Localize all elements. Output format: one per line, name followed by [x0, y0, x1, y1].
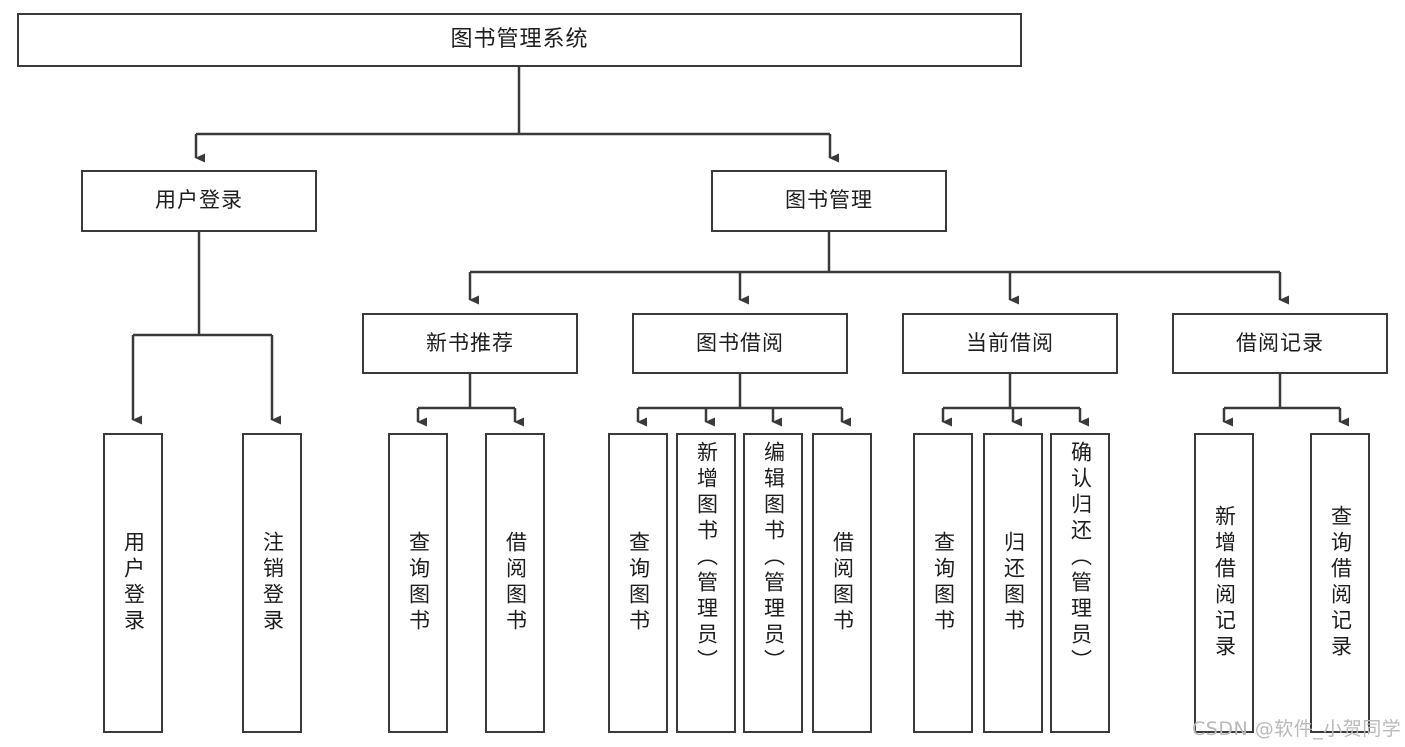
node-label: 查询图书: [626, 531, 651, 635]
node-label: 用户登录: [121, 531, 146, 635]
leaf-edit-book-admin[interactable]: 编辑图书（管理员）: [743, 433, 803, 733]
node-label: 当前借阅: [966, 330, 1054, 355]
node-label: 编辑图书（管理员）: [761, 441, 786, 675]
leaf-query-book-recommend[interactable]: 查询图书: [388, 433, 448, 733]
node-label: 注销登录: [260, 531, 285, 635]
leaf-user-logout[interactable]: 注销登录: [242, 433, 302, 733]
node-book-management[interactable]: 图书管理: [711, 170, 947, 232]
leaf-borrow-book-recommend[interactable]: 借阅图书: [485, 433, 545, 733]
node-label: 图书借阅: [696, 330, 784, 355]
node-root-system[interactable]: 图书管理系统: [17, 13, 1022, 67]
leaf-add-book-admin[interactable]: 新增图书（管理员）: [676, 433, 736, 733]
node-label: 借阅记录: [1236, 330, 1324, 355]
node-label: 图书管理系统: [450, 26, 589, 52]
leaf-query-book-borrow[interactable]: 查询图书: [608, 433, 668, 733]
csdn-watermark: CSDN @软件_小贺同学: [1192, 718, 1402, 740]
node-book-borrow[interactable]: 图书借阅: [632, 313, 848, 374]
leaf-confirm-return-admin[interactable]: 确认归还（管理员）: [1050, 433, 1110, 733]
node-label: 确认归还（管理员）: [1068, 441, 1093, 675]
node-user-login[interactable]: 用户登录: [81, 170, 317, 232]
node-label: 新书推荐: [426, 330, 514, 355]
leaf-user-login[interactable]: 用户登录: [103, 433, 163, 733]
leaf-borrow-book[interactable]: 借阅图书: [812, 433, 872, 733]
node-label: 新增图书（管理员）: [694, 441, 719, 675]
node-label: 查询借阅记录: [1328, 505, 1353, 661]
node-new-book-recommend[interactable]: 新书推荐: [362, 313, 578, 374]
leaf-query-borrow-record[interactable]: 查询借阅记录: [1310, 433, 1370, 733]
node-label: 图书管理: [785, 188, 873, 213]
leaf-query-book-current[interactable]: 查询图书: [913, 433, 973, 733]
node-label: 查询图书: [406, 531, 431, 635]
node-label: 归还图书: [1001, 531, 1026, 635]
node-label: 用户登录: [155, 188, 243, 213]
node-label: 借阅图书: [503, 531, 528, 635]
node-current-borrow[interactable]: 当前借阅: [902, 313, 1118, 374]
node-borrow-record[interactable]: 借阅记录: [1172, 313, 1388, 374]
node-label: 查询图书: [931, 531, 956, 635]
node-label: 新增借阅记录: [1212, 505, 1237, 661]
leaf-add-borrow-record[interactable]: 新增借阅记录: [1194, 433, 1254, 733]
leaf-return-book[interactable]: 归还图书: [983, 433, 1043, 733]
node-label: 借阅图书: [830, 531, 855, 635]
